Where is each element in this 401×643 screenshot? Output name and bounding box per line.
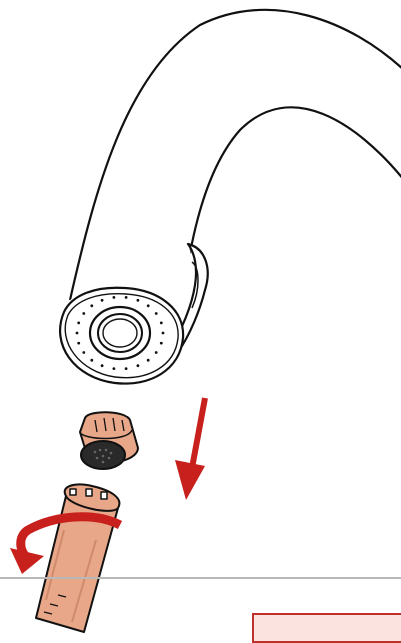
nozzle-dot [82, 351, 85, 354]
nozzle-dot [76, 332, 79, 335]
nozzle-dot [147, 304, 150, 307]
nozzle-dot [147, 359, 150, 362]
nozzle-dot [137, 299, 140, 302]
nozzle-dot [155, 312, 158, 315]
aerator-insert [80, 412, 138, 469]
nozzle-dot [90, 304, 93, 307]
aerator-removal-key [36, 484, 119, 632]
nozzle-dot [101, 364, 104, 367]
nozzle-dot [77, 342, 80, 345]
nozzle-dot [125, 296, 128, 299]
nozzle-dot [90, 359, 93, 362]
nozzle-dot [137, 364, 140, 367]
nozzle-dot [77, 322, 80, 325]
nozzle-dot [125, 367, 128, 370]
pull-down-spout [60, 10, 401, 384]
nozzle-dot [160, 342, 163, 345]
nozzle-dot [155, 351, 158, 354]
nozzle-dot [82, 312, 85, 315]
down-arrow-icon [175, 398, 205, 500]
nozzle-dot [160, 322, 163, 325]
nozzle-dot [113, 367, 116, 370]
nozzle-dot [162, 332, 165, 335]
nozzle-dot [101, 299, 104, 302]
nozzle-dot [113, 296, 116, 299]
